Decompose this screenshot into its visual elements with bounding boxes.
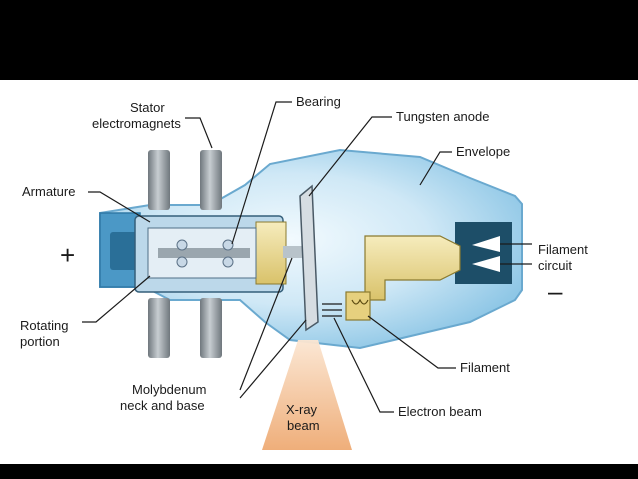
cathode-arm (364, 235, 461, 301)
label-electron-beam: Electron beam (398, 404, 482, 419)
bearing-ball (176, 239, 188, 251)
filament-coil (351, 298, 369, 305)
stator-upper-right (200, 150, 222, 210)
label-rotating-line1: Rotating (20, 318, 68, 333)
molybdenum-neck (283, 246, 305, 258)
stator-lower-right (200, 298, 222, 358)
label-filament-circuit-line1: Filament (538, 242, 588, 257)
tungsten-anode-leader (308, 116, 392, 197)
label-molybdenum-line1: Molybdenum (132, 382, 206, 397)
filament-circuit-connector-2 (472, 256, 500, 272)
envelope-leader (419, 151, 452, 186)
label-stator-line2: electromagnets (92, 116, 181, 131)
xray-beam-cone (262, 340, 352, 450)
stator-upper-left (148, 150, 170, 210)
bearing-leader (231, 101, 292, 245)
stator-leader (185, 117, 213, 149)
filament-leader (367, 315, 456, 369)
armature-yellow-sleeve (255, 221, 287, 285)
molybdenum-leader-1 (239, 257, 293, 391)
bearing-ball (222, 239, 234, 251)
bearing-shaft (158, 248, 250, 258)
label-xray-line1: X-ray (286, 402, 318, 417)
end-cap-socket (110, 232, 142, 270)
rotating-portion-leader (82, 275, 151, 323)
bearing-ball (222, 256, 234, 268)
label-filament: Filament (460, 360, 510, 375)
filament-cup (345, 291, 371, 321)
molybdenum-leader-2 (239, 319, 307, 399)
armature-leader (88, 191, 151, 223)
electron-beam-leader (333, 317, 394, 413)
cathode-end (455, 222, 512, 284)
tungsten-anode-disc (299, 184, 319, 332)
plus-symbol: + (60, 240, 75, 270)
filament-circuit-connector-1 (472, 236, 500, 252)
label-bearing: Bearing (296, 94, 341, 109)
label-armature: Armature (22, 184, 75, 199)
label-filament-circuit-line2: circuit (538, 258, 572, 273)
label-rotating-line2: portion (20, 334, 60, 349)
bearing-ball (176, 256, 188, 268)
label-envelope: Envelope (456, 144, 510, 159)
minus-symbol: – (548, 276, 563, 306)
label-xray-line2: beam (287, 418, 320, 433)
stator-lower-left (148, 298, 170, 358)
label-tungsten-anode: Tungsten anode (396, 109, 489, 124)
label-stator-line1: Stator (130, 100, 165, 115)
label-molybdenum-line2: neck and base (120, 398, 205, 413)
